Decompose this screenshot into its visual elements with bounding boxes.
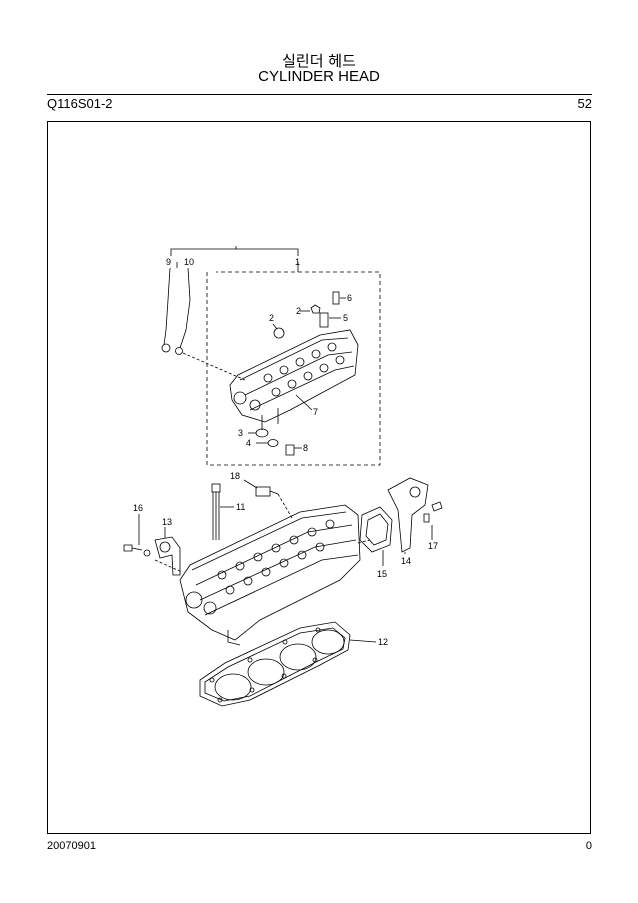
subassembly-box: [206, 271, 381, 466]
callout-3: 3: [238, 428, 243, 438]
callout-1: 1: [295, 257, 300, 267]
head-bolt: [211, 483, 221, 540]
diagram-frame: [47, 121, 591, 834]
callout-4: 4: [246, 438, 251, 448]
callout-17: 17: [428, 541, 438, 551]
callout-2: 2: [296, 306, 301, 316]
cylinder-head-lower: [179, 504, 361, 646]
dowel-pin-icon: [332, 291, 340, 305]
callout-6: 6: [347, 293, 352, 303]
seal-ring-icon: [255, 428, 269, 438]
callout-14: 14: [401, 556, 411, 566]
callout-12: 12: [378, 637, 388, 647]
title-korean: 실린더 헤드: [282, 52, 356, 70]
bolt-icon: [123, 544, 133, 552]
group-bracket: [170, 248, 299, 256]
bolt-icon: [431, 501, 443, 512]
plug-icon: [310, 304, 321, 314]
callout-5: 5: [343, 313, 348, 323]
callout-8: 8: [303, 443, 308, 453]
callout-11: 11: [236, 502, 245, 512]
seal-ring-icon: [267, 439, 279, 447]
lifting-bracket-icon: [154, 536, 181, 576]
plug-icon: [273, 327, 285, 339]
cap-icon: [285, 444, 295, 456]
callout-10: 10: [184, 257, 194, 267]
cylinder-head-upper: [229, 329, 359, 430]
callout-2: 2: [269, 313, 274, 323]
temperature-sensor: [255, 486, 279, 497]
outlet-bracket-icon: [387, 477, 429, 553]
section-code: Q116S01-2: [47, 96, 113, 111]
page-number: 52: [577, 96, 592, 111]
callout-13: 13: [162, 517, 172, 527]
callout-7: 7: [313, 407, 318, 417]
callout-18: 18: [230, 471, 240, 481]
washer-icon: [143, 549, 151, 557]
callout-15: 15: [377, 569, 387, 579]
callout-9: 9: [166, 257, 171, 267]
head-gasket: [199, 621, 351, 707]
revision-number: 0: [585, 840, 592, 852]
issue-date: 20070901: [47, 840, 96, 852]
bolt-icon: [161, 343, 171, 353]
callout-16: 16: [133, 503, 143, 513]
washer-icon: [175, 347, 183, 355]
valve-guide-icon: [319, 312, 329, 328]
title-english: CYLINDER HEAD: [258, 68, 380, 85]
header-rule: [47, 94, 592, 95]
outlet-gasket-icon: [359, 506, 393, 553]
